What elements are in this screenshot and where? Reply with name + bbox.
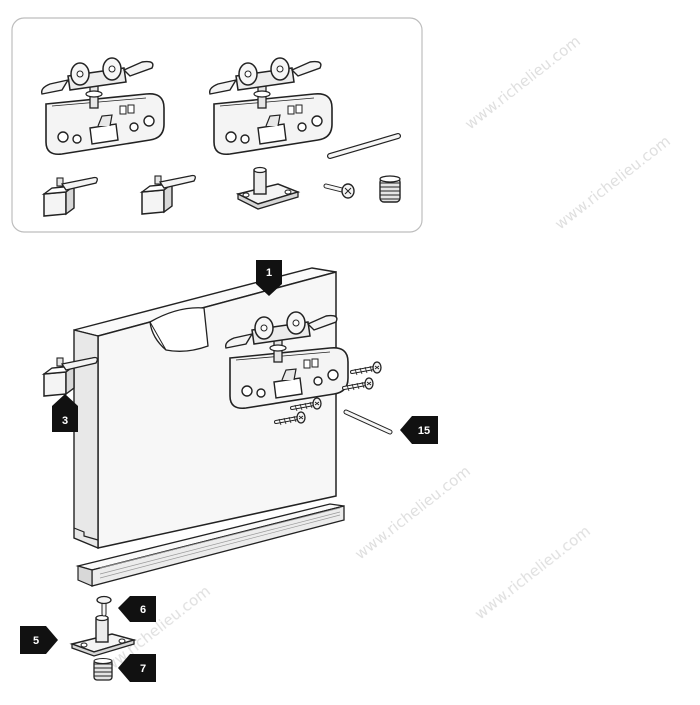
callout-6: 6: [118, 596, 156, 622]
watermark-text: www.richelieu.com: [461, 32, 583, 133]
anchor-part: [379, 175, 401, 203]
watermark-text: www.richelieu.com: [351, 462, 473, 563]
parts-kit-panel: [11, 17, 423, 233]
roller-carrier-part: [208, 57, 333, 156]
callout-7: 7: [118, 654, 156, 682]
bottom-track: [75, 503, 345, 587]
pin-mounted: [343, 409, 393, 435]
floor-guide-part: [235, 166, 301, 210]
callout-15: 15: [400, 416, 438, 444]
mounting-screw: [350, 360, 383, 377]
watermark-text: www.richelieu.com: [551, 132, 673, 233]
callout-5: 5: [20, 626, 58, 654]
callout-1-label: 1: [266, 267, 272, 279]
roller-carrier-part: [40, 57, 165, 156]
callout-6-label: 6: [140, 604, 146, 616]
pin-part: [327, 133, 401, 159]
screw-part: [323, 183, 355, 199]
floor-anchor: [93, 657, 113, 681]
callout-3: 3: [52, 394, 78, 432]
top-guide-part: [141, 174, 197, 215]
callout-15-label: 15: [418, 425, 430, 437]
callout-5-label: 5: [33, 635, 39, 647]
floor-screw: [96, 595, 112, 617]
top-guide-part: [43, 176, 99, 217]
watermark-text: www.richelieu.com: [471, 522, 593, 623]
callout-1: 1: [256, 260, 282, 296]
callout-3-label: 3: [62, 415, 68, 427]
callout-7-label: 7: [140, 663, 146, 675]
